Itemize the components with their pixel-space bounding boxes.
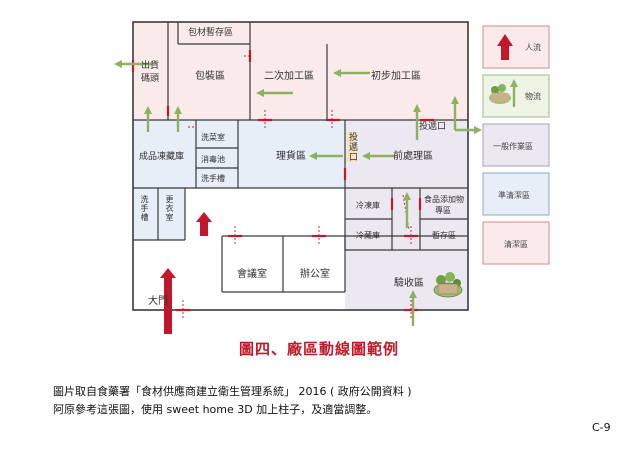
legend-general-area-label: 一般作業區 <box>493 142 533 151</box>
label-primary-processing: 初步加工區 <box>371 71 421 82</box>
legend-people-box <box>482 25 550 69</box>
label-additive-storage-1: 食品添加物 <box>424 195 464 204</box>
legend-people-arrow-icon <box>497 34 513 60</box>
source-note: 圖片取自食藥署「食材供應商建立衛生管理系統」 2016 ( 政府公開資料 ) <box>53 385 412 398</box>
label-shipping-dock-1: 出貨 <box>141 61 160 71</box>
material-flow-arrows <box>114 60 482 326</box>
label-changing-room: 更衣室 <box>165 195 174 222</box>
label-shipping-dock-2: 碼頭 <box>141 74 160 84</box>
label-additive-storage-2: 專區 <box>435 206 451 215</box>
label-freezer: 冷凍庫 <box>356 201 380 210</box>
label-disinfection-pool: 消毒池 <box>201 155 225 164</box>
page-number: C-9 <box>592 421 611 434</box>
label-hand-wash-2: 洗手槽 <box>140 195 149 222</box>
semi-clean-zone-wash <box>133 188 185 240</box>
legend-flow-basket-icon <box>489 84 511 104</box>
people-arrow <box>160 268 176 334</box>
label-secondary-processing: 二次加工區 <box>264 71 314 82</box>
legend-clean-box <box>482 221 550 265</box>
dashed-flow-lines <box>182 55 412 320</box>
figure-title: 圖四、廠區動線圖範例 <box>238 340 399 358</box>
label-receiving: 驗收區 <box>394 278 424 289</box>
label-meeting-room: 會議室 <box>237 269 267 280</box>
vegetable-basket-icon <box>433 272 463 298</box>
legend-clean-label: 清潔區 <box>504 240 528 249</box>
label-office: 辦公室 <box>300 269 330 280</box>
legend-general-box <box>482 123 550 167</box>
legend-people-flow-label: 人流 <box>525 43 541 52</box>
label-preprocessing: 前處理區 <box>393 151 433 162</box>
label-packaging-storage: 包材暫存區 <box>188 28 234 38</box>
people-flow-arrows <box>160 212 212 334</box>
legend-semi-clean-label: 準清潔區 <box>498 191 530 200</box>
walls <box>133 22 468 293</box>
clean-zone-top <box>133 22 468 120</box>
label-finished-freezer: 成品凍藏庫 <box>139 152 185 162</box>
legend-semi-clean-box <box>482 172 550 216</box>
label-temp-storage: 暫存區 <box>432 231 456 240</box>
label-pass-window-top: 投遞口 <box>419 122 447 132</box>
label-packing-area: 包裝區 <box>195 71 225 82</box>
label-pass-window-vertical: 投遞口 <box>347 132 357 162</box>
label-refrigerator: 冷藏庫 <box>356 231 380 240</box>
outer-frame <box>132 21 469 311</box>
label-main-gate: 大門 <box>148 296 168 307</box>
people-arrow <box>196 212 212 236</box>
label-hand-wash-1: 洗手槽 <box>201 174 225 183</box>
label-dispatch-area: 理貨區 <box>276 151 306 162</box>
label-sink-room: 洗菜室 <box>201 133 225 142</box>
adaptation-note: 阿原參考這張圖，使用 sweet home 3D 加上柱子，及適當調整。 <box>53 403 378 416</box>
legend-material-flow-label: 物流 <box>525 92 541 101</box>
